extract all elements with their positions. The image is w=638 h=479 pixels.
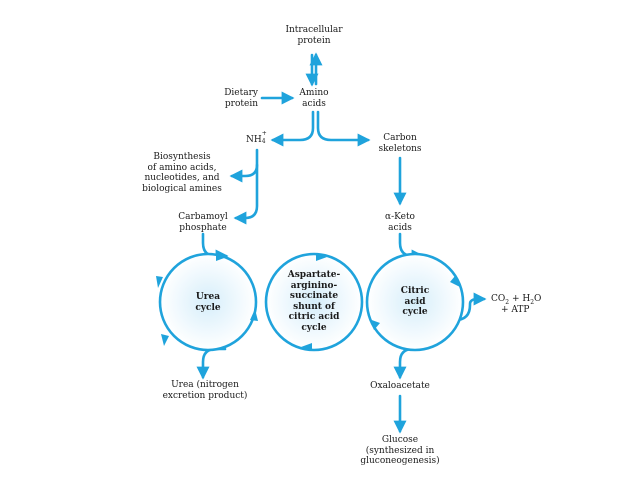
arrow-citric-to-oxaloacetate <box>393 347 422 380</box>
arrow-amino-to-ammonium <box>270 110 315 147</box>
label-ammonium: NH+4 <box>246 130 267 146</box>
citric-acid-cycle-circle <box>365 252 465 352</box>
label-co2-atp: CO2 + H2O + ATP <box>491 294 542 315</box>
label-oxaloacetate: Oxaloacetate <box>370 381 430 391</box>
arrow-keto-to-citric <box>398 232 425 263</box>
arrow-citric-to-co2 <box>453 292 487 322</box>
arrow-amino-to-carbon <box>316 110 371 147</box>
arrow-ammonium-to-carbamoyl <box>233 148 259 225</box>
arrow-carbamoyl-to-urea <box>201 232 229 263</box>
arrow-ammonium-to-biosynthesis <box>229 163 259 183</box>
shunt-circle <box>264 252 364 352</box>
arrow-urea-to-product <box>196 347 227 380</box>
urea-cycle-circle <box>156 252 258 352</box>
